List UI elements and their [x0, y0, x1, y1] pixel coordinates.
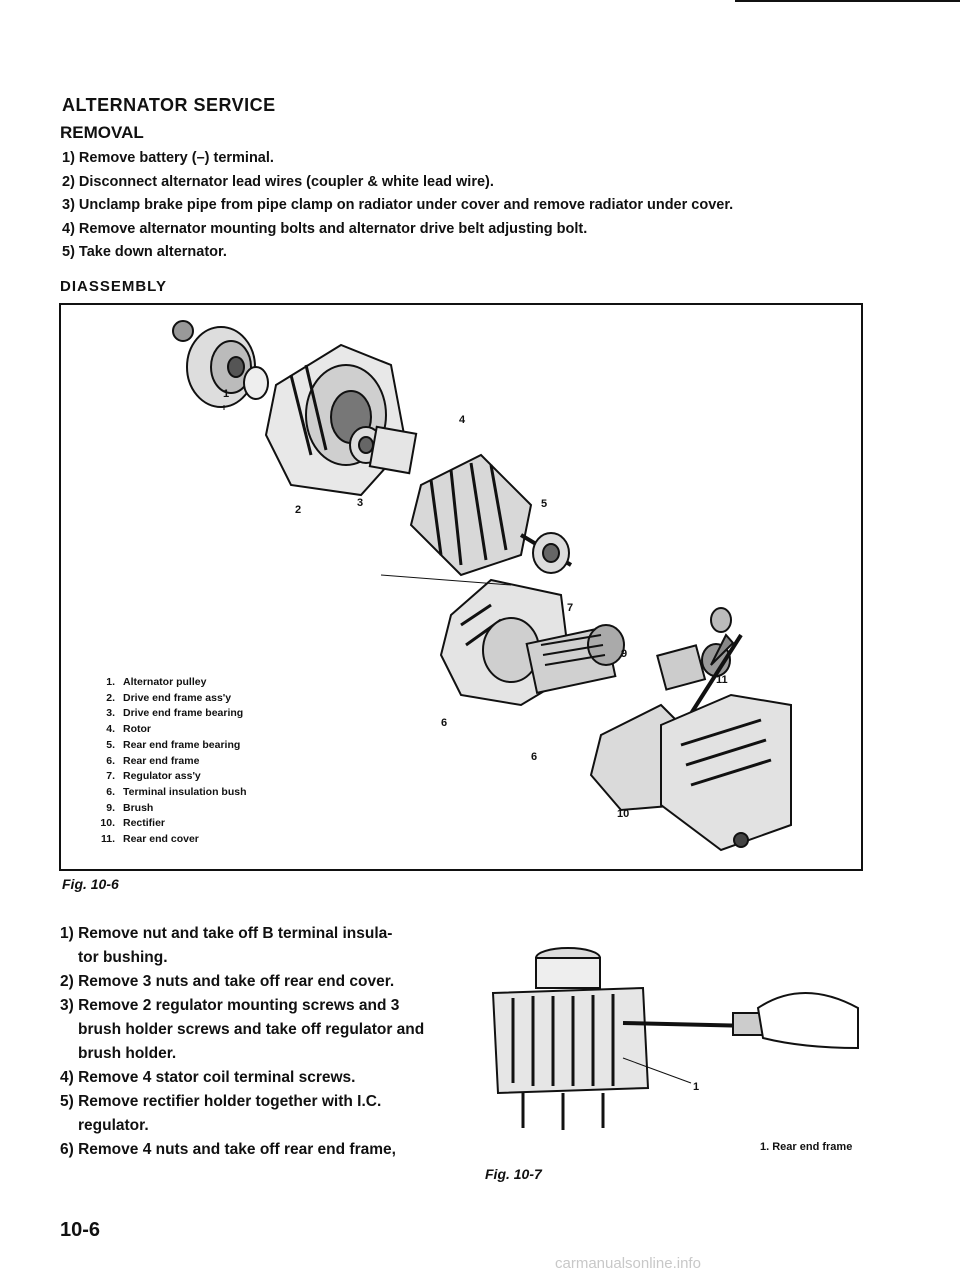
- legend-item: 11. Rear end cover: [91, 832, 246, 848]
- figure-caption-10-6: Fig. 10-6: [62, 876, 119, 892]
- legend-item: 3. Drive end frame bearing: [91, 706, 246, 722]
- exploded-view-figure: 1 2 3 4 5 6 7 6 9 10 11 1. Alternator pul…: [59, 303, 863, 871]
- callout-6a: 6: [441, 717, 447, 729]
- rotor-drawing: [409, 453, 573, 577]
- step-continuation: tor bushing.: [78, 949, 168, 966]
- callout-2: 2: [295, 504, 301, 516]
- removal-heading: REMOVAL: [60, 123, 144, 142]
- step-text: 6) Remove 4 nuts and take off rear end f…: [60, 1141, 396, 1158]
- legend-num: 6.: [106, 754, 115, 767]
- legend-item: 5. Rear end frame bearing: [91, 738, 246, 754]
- callout-10: 10: [617, 808, 629, 820]
- drive-end-bearing-drawing: [349, 425, 418, 475]
- callout-3: 3: [357, 497, 363, 509]
- callout-4: 4: [459, 414, 466, 426]
- parts-legend: 1. Alternator pulley 2. Drive end frame as…: [91, 675, 246, 848]
- legend-label: Rear end frame bearing: [123, 738, 241, 751]
- rear-end-frame-photo: 1: [463, 938, 873, 1138]
- removal-step: 5) Take down alternator.: [62, 244, 227, 260]
- callout-7: 7: [567, 602, 573, 614]
- removal-step: 3) Unclamp brake pipe from pipe clamp on…: [62, 197, 734, 213]
- legend-num: 2.: [106, 691, 115, 704]
- legend-num: 9.: [106, 801, 115, 814]
- callout-1: 1: [223, 388, 229, 400]
- photo-caption: 1. Rear end frame: [760, 1141, 853, 1153]
- step-continuation: regulator.: [78, 1117, 149, 1134]
- legend-label: Rectifier: [123, 817, 166, 830]
- legend-item: 7. Regulator ass'y: [91, 769, 246, 785]
- removal-steps: 1) Remove battery (–) terminal. 2) Disco…: [62, 147, 733, 265]
- legend-label: Alternator pulley: [123, 676, 207, 688]
- watermark: carmanualsonline.info: [555, 1255, 701, 1272]
- legend-label: Drive end frame ass'y: [123, 691, 232, 704]
- legend-num: 4.: [106, 723, 115, 736]
- header-rule: [735, 0, 960, 2]
- removal-step: 4) Remove alternator mounting bolts and …: [62, 220, 588, 237]
- legend-num: 10.: [100, 817, 115, 830]
- legend-label: Rear end frame: [123, 754, 200, 767]
- legend-num: 3.: [106, 707, 115, 720]
- legend-num: 6.: [106, 785, 115, 798]
- callout-5: 5: [541, 498, 547, 510]
- callout-6b: 6: [531, 751, 537, 763]
- legend-item: 4. Rotor: [91, 722, 246, 738]
- page-number: 10-6: [60, 1219, 101, 1241]
- legend-label: Regulator ass'y: [123, 770, 201, 783]
- step-continuation: brush holder screws and take off regulat…: [78, 1021, 425, 1062]
- legend-label: Drive end frame bearing: [123, 707, 244, 720]
- drive-end-frame-drawing: [264, 343, 408, 497]
- legend-num: 11.: [100, 833, 115, 846]
- exploded-view-drawing: 1 2 3 4 5 6 7 6 9 10 11: [172, 320, 792, 852]
- disassembly-step: 4) Remove 4 stator coil terminal screws.: [60, 1066, 435, 1090]
- rear-end-bearing-drawing: [532, 532, 570, 574]
- removal-step: 2) Disconnect alternator lead wires (cou…: [62, 173, 494, 190]
- step-text: 5) Remove rectifier holder together with…: [60, 1093, 382, 1110]
- legend-num: 1.: [106, 676, 115, 688]
- legend-label: Terminal insulation bush: [123, 785, 247, 798]
- legend-num: 7.: [106, 770, 115, 783]
- step-text: 4) Remove 4 stator coil terminal screws.: [60, 1069, 356, 1086]
- step-text: 1) Remove nut and take off B terminal in…: [60, 925, 393, 942]
- legend-label: Brush: [123, 801, 154, 814]
- legend-item: 2. Drive end frame ass'y: [91, 691, 246, 707]
- disassembly-steps: 1) Remove nut and take off B terminal in…: [60, 922, 435, 1162]
- disassembly-step: 1) Remove nut and take off B terminal in…: [60, 922, 435, 970]
- legend-label: Rear end cover: [123, 833, 199, 846]
- disassembly-step: 2) Remove 3 nuts and take off rear end c…: [60, 970, 435, 994]
- legend-item: 6. Terminal insulation bush: [91, 785, 246, 801]
- disassembly-step: 6) Remove 4 nuts and take off rear end f…: [60, 1138, 435, 1162]
- legend-item: 1. Alternator pulley: [91, 675, 246, 691]
- callout-9: 9: [621, 648, 627, 660]
- section-title: ALTERNATOR SERVICE: [62, 95, 276, 115]
- disassembly-step: 5) Remove rectifier holder together with…: [60, 1090, 435, 1138]
- callout-11: 11: [716, 674, 728, 686]
- disassembly-step: 3) Remove 2 regulator mounting screws an…: [60, 994, 435, 1066]
- alternator-pulley-drawing: [172, 320, 269, 410]
- step-text: 3) Remove 2 regulator mounting screws an…: [60, 997, 400, 1014]
- figure-caption-10-7: Fig. 10-7: [485, 1166, 542, 1182]
- regulator-drawing: [525, 624, 625, 694]
- legend-num: 5.: [106, 738, 115, 751]
- legend-item: 9. Brush: [91, 801, 246, 817]
- step-text: 2) Remove 3 nuts and take off rear end c…: [60, 973, 395, 990]
- rear-end-frame-illustration: 1: [491, 947, 859, 1130]
- removal-step: 1) Remove battery (–) terminal.: [62, 150, 274, 166]
- legend-item: 6. Rear end frame: [91, 754, 246, 770]
- legend-item: 10. Rectifier: [91, 816, 246, 832]
- photo-callout-1: 1: [693, 1081, 699, 1093]
- legend-label: Rotor: [123, 723, 151, 736]
- rear-end-cover-drawing: [660, 607, 792, 852]
- disassembly-heading: DIASSEMBLY: [60, 278, 167, 295]
